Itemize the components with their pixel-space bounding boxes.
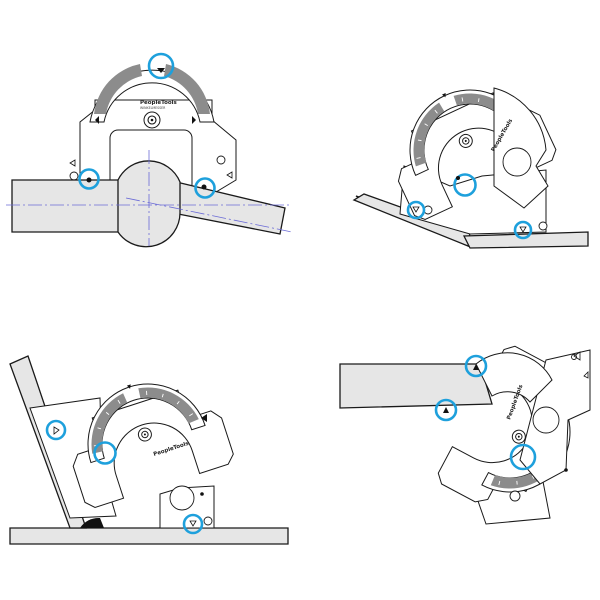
workpiece-base	[9, 527, 289, 545]
workpiece-right	[167, 179, 286, 235]
panel-inside-angle: PeopleTools	[352, 60, 589, 249]
workpiece-right	[462, 231, 589, 249]
panel-overhang-angle: PeopleTools	[339, 341, 600, 531]
contact-point-marker	[182, 513, 204, 535]
workpiece-left	[11, 179, 129, 233]
panel-outside-angle: PeopleTools	[9, 355, 289, 545]
meter-arm	[493, 87, 549, 209]
panel-joint-angle: PeopleTools WINKELMESSER	[6, 52, 293, 248]
workpiece-top	[339, 363, 493, 409]
contact-point-marker	[194, 177, 216, 199]
brand-label: PeopleTools	[153, 441, 191, 458]
contact-point-marker	[406, 200, 426, 220]
reading-point-marker	[453, 173, 477, 197]
subtitle-label: WINKELMESSER	[140, 106, 166, 110]
reading-point-marker	[147, 52, 175, 80]
contact-point-marker	[78, 168, 100, 190]
contact-point-marker	[464, 354, 488, 378]
reading-point-marker	[93, 441, 117, 465]
contact-point-marker	[45, 419, 67, 441]
contact-point-marker	[434, 398, 458, 422]
reading-point-marker	[509, 443, 537, 471]
brand-label: PeopleTools	[140, 100, 178, 106]
meter-window	[475, 352, 553, 403]
contact-point-marker	[513, 220, 533, 240]
